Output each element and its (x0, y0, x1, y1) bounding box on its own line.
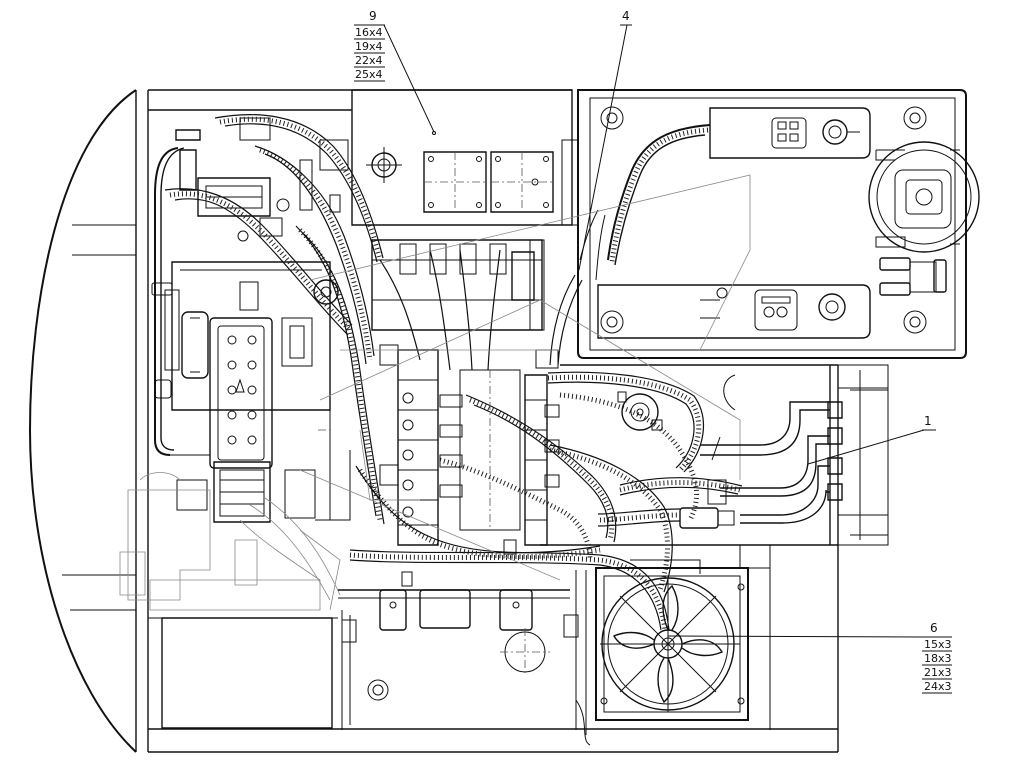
callout-9-size-2: 19x4 (355, 40, 383, 53)
steering-wheel (869, 142, 979, 252)
callout-6-size-3: 21x3 (924, 666, 952, 679)
callout-6-size-4: 24x3 (924, 680, 952, 693)
callout-6-number: 6 (930, 621, 938, 635)
callout-6: 6 15x3 18x3 21x3 24x3 (668, 621, 952, 693)
hydraulic-pipes-right (680, 402, 842, 528)
cooling-fan (576, 560, 748, 745)
cab-mount-bolts (601, 107, 926, 333)
cab-wiring-harness (580, 125, 710, 280)
callout-6-size-2: 18x3 (924, 652, 952, 665)
right-joystick-console (598, 285, 870, 338)
valve-cover-plate (352, 90, 578, 225)
callout-1: 1 (808, 414, 936, 464)
callout-4-number: 4 (622, 9, 630, 23)
center-ghost-lines (300, 175, 750, 580)
foot-pedals (880, 258, 946, 295)
rotary-joint (618, 392, 662, 430)
fuel-return-pipe (152, 148, 210, 455)
callout-9-size-1: 16x4 (355, 26, 383, 39)
callout-9-size-4: 25x4 (355, 68, 383, 81)
callout-9-size-3: 22x4 (355, 54, 383, 67)
tank-area (338, 540, 578, 730)
air-intake-ghost (120, 473, 340, 611)
left-joystick-console (710, 108, 870, 158)
callout-9-number: 9 (369, 9, 377, 23)
callout-4: 4 (579, 9, 632, 270)
engine-block (165, 262, 350, 522)
callout-9: 9 16x4 19x4 22x4 25x4 (354, 9, 434, 132)
control-valve-bank (372, 240, 559, 545)
callout-6-size-1: 15x3 (924, 638, 952, 651)
operator-cab (578, 90, 979, 358)
chassis-frame (30, 90, 888, 752)
callout-1-number: 1 (924, 414, 932, 428)
hydraulic-hoses (165, 115, 742, 630)
